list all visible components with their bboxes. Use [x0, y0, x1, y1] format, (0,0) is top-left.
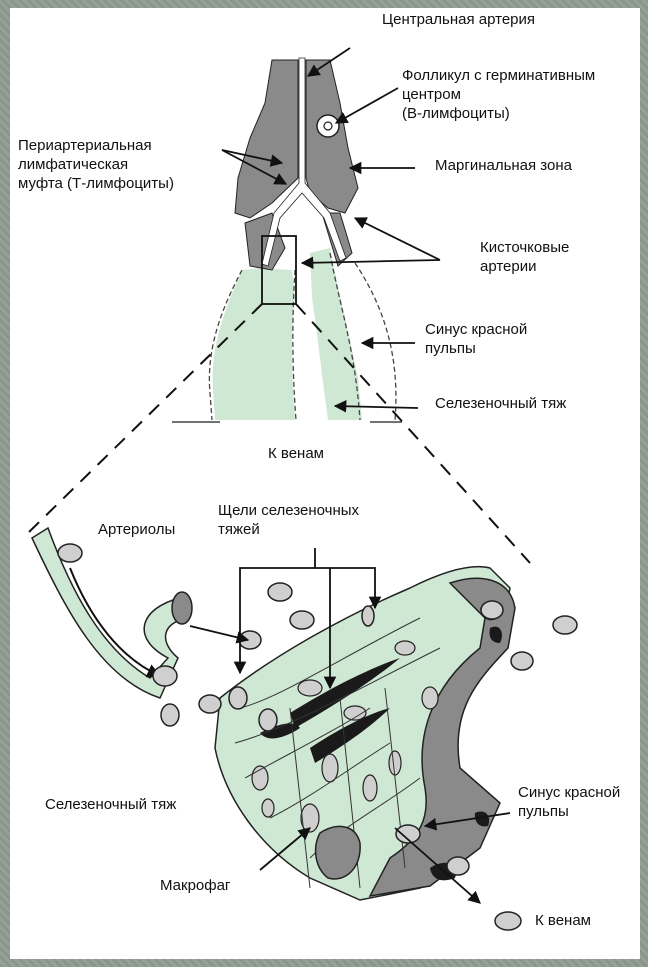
label-central-artery: Центральная артерия: [382, 10, 535, 29]
germinal-center-core: [324, 122, 332, 130]
label-pals: Периартериальная лимфатическая муфта (Т-…: [18, 136, 174, 193]
arteriole-cell-2: [153, 666, 177, 686]
label-cord-slits: Щели селезеночных тяжей: [218, 501, 359, 539]
label-to-veins-top: К венам: [268, 444, 324, 463]
label-penicillar-arteries: Кисточковые артерии: [480, 238, 569, 276]
label-follicle: Фолликул с герминативным центром (B-лимф…: [402, 66, 595, 123]
arteriole-end: [172, 592, 192, 624]
label-cord-bottom: Селезеночный тяж: [45, 795, 176, 814]
label-arterioles: Артериолы: [98, 520, 175, 539]
arteriole-cell: [58, 544, 82, 562]
label-cord-top: Селезеночный тяж: [435, 394, 566, 413]
label-sinus-bottom: Синус красной пульпы: [518, 783, 620, 821]
white-pulp-left: [235, 60, 298, 218]
bottom-structure: [32, 528, 577, 930]
label-marginal-zone: Маргинальная зона: [435, 156, 572, 175]
label-to-veins-bottom: К венам: [535, 911, 591, 930]
red-pulp-left: [213, 268, 295, 420]
red-pulp-outline-right: [355, 263, 396, 420]
label-sinus-top: Синус красной пульпы: [425, 320, 527, 358]
top-structure: [172, 58, 402, 422]
diagram-panel: Центральная артерия Фолликул с герминати…: [10, 8, 640, 959]
red-pulp-right: [310, 248, 362, 420]
label-macrophage: Макрофаг: [160, 876, 230, 895]
